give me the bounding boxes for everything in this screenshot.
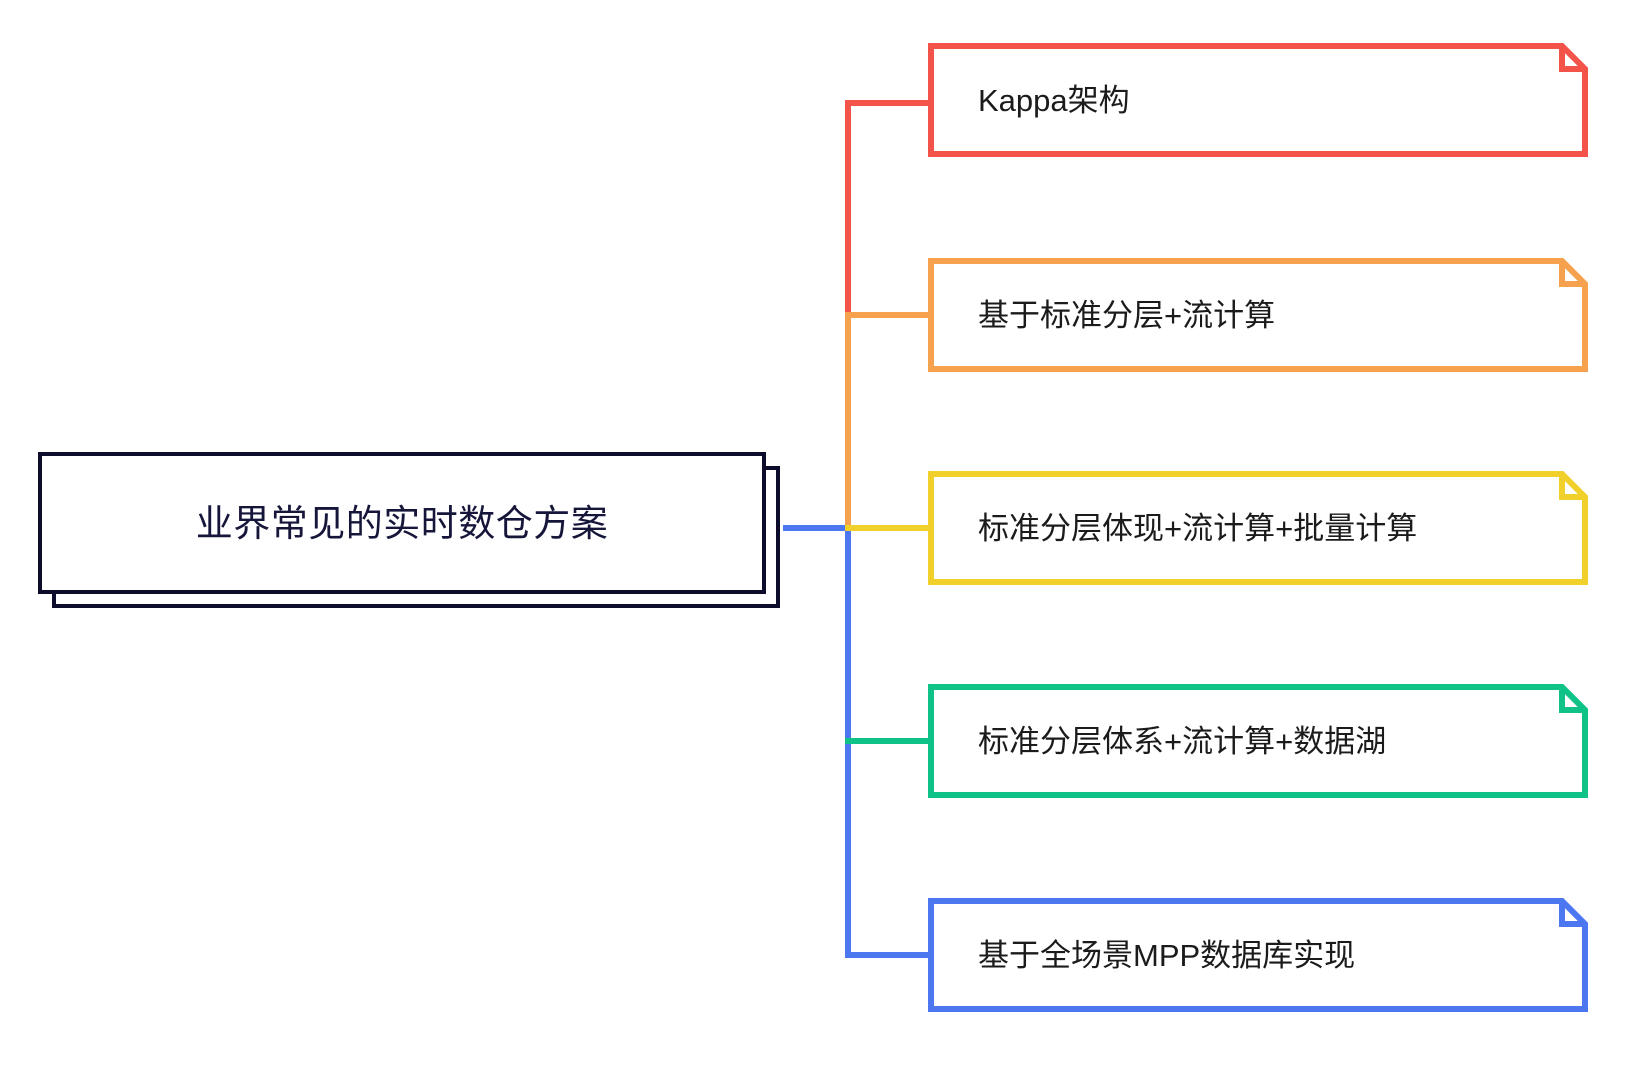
branch-node-standard-layer-stream[interactable]: 基于标准分层+流计算 [928,258,1588,372]
root-node[interactable]: 业界常见的实时数仓方案 [38,452,780,608]
branch-label-kappa: Kappa架构 [978,82,1130,118]
root-node-label: 业界常见的实时数仓方案 [195,502,609,544]
branch-node-kappa[interactable]: Kappa架构 [928,43,1588,157]
note-shape-kappa [928,43,1588,157]
note-shape-standard-layer-stream-batch [928,471,1588,585]
branch-label-standard-layer-stream-lake: 标准分层体系+流计算+数据湖 [978,723,1387,759]
note-shape-standard-layer-stream [928,258,1588,372]
root-node-face: 业界常见的实时数仓方案 [38,452,766,594]
branch-label-standard-layer-stream: 基于标准分层+流计算 [978,297,1276,333]
branch-node-standard-layer-stream-lake[interactable]: 标准分层体系+流计算+数据湖 [928,684,1588,798]
branch-node-mpp-database[interactable]: 基于全场景MPP数据库实现 [928,898,1588,1012]
note-shape-standard-layer-stream-lake [928,684,1588,798]
branch-node-standard-layer-stream-batch[interactable]: 标准分层体现+流计算+批量计算 [928,471,1588,585]
branch-label-standard-layer-stream-batch: 标准分层体现+流计算+批量计算 [978,510,1418,546]
note-shape-mpp-database [928,898,1588,1012]
branch-label-mpp-database: 基于全场景MPP数据库实现 [978,937,1356,973]
